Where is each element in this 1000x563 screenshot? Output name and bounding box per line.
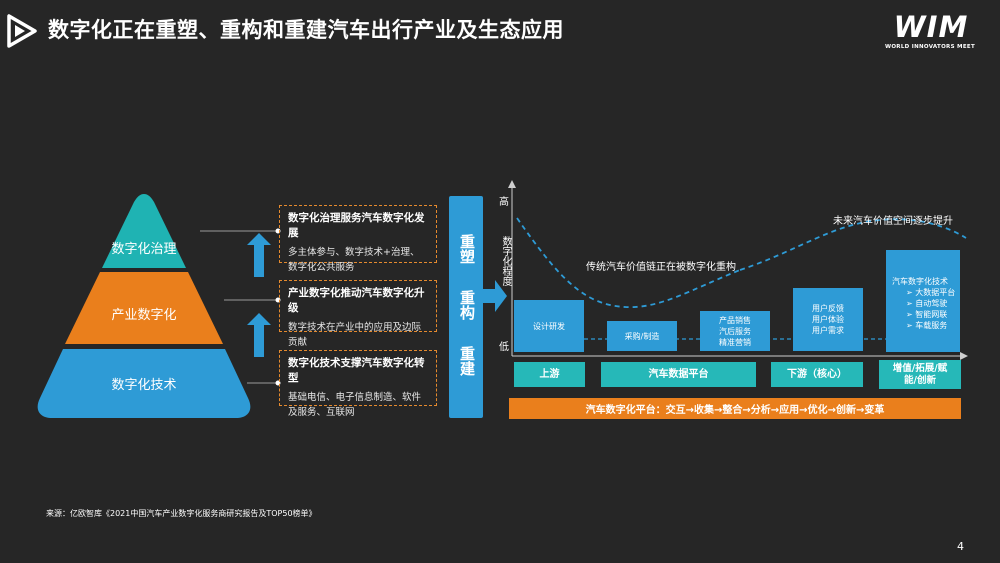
chain-line: ➢ 车载服务 <box>906 321 948 330</box>
chain-line: ➢ 大数据平台 <box>906 288 956 297</box>
desc-box-governance: 数字化治理服务汽车数字化发展 多主体参与、数字技术+治理、数字化公共服务 <box>279 205 437 273</box>
desc-title: 数字化技术支撑汽车数字化转型 <box>288 357 425 384</box>
curve-label-traditional: 传统汽车价值链正在被数字化重构 <box>586 262 736 273</box>
chain-box-design: 设计研发 <box>514 300 584 352</box>
desc-body: 多主体参与、数字技术+治理、数字化公共服务 <box>288 247 420 273</box>
segment-downstream: 下游（核心） <box>771 362 863 387</box>
desc-box-industry: 产业数字化推动汽车数字化升级 数字技术在产业中的应用及边际贡献 <box>279 280 437 348</box>
right-arrow-icon <box>483 280 507 312</box>
up-arrow-icon <box>247 233 271 277</box>
source-note: 来源：亿欧智库《2021中国汽车产业数字化服务商研究报告及TOP50榜单》 <box>46 509 317 518</box>
chain-line: 用户需求 <box>812 326 844 335</box>
wim-logo: WIM <box>893 10 969 44</box>
chain-box-tech: 汽车数字化技术 ➢ 大数据平台 ➢ 自动驾驶 ➢ 智能网联 ➢ 车载服务 <box>886 250 960 352</box>
desc-title: 产业数字化推动汽车数字化升级 <box>288 287 425 314</box>
up-arrow-icon <box>247 313 271 357</box>
process-bar: 重塑 重构 重建 <box>449 196 483 418</box>
process-step-restructure: 重构 <box>458 290 476 320</box>
page-number: 4 <box>957 540 964 553</box>
desc-title: 数字化治理服务汽车数字化发展 <box>288 212 425 239</box>
chain-box-sales: 产品销售 汽后服务 精准营销 <box>700 311 770 351</box>
process-step-rebuild: 重建 <box>458 346 476 376</box>
chain-line: 设计研发 <box>533 321 565 331</box>
desc-body: 基础电信、电子信息制造、软件及服务、互联网 <box>288 392 422 418</box>
tier-label-industry: 产业数字化 <box>111 308 177 323</box>
tier-label-technology: 数字化技术 <box>111 378 177 393</box>
chain-box-manufacturing: 采购/制造 <box>607 321 677 351</box>
segment-value-add-label: 增值/拓展/赋能/创新 <box>892 362 948 386</box>
chain-line: ➢ 智能网联 <box>906 310 948 319</box>
desc-box-technology: 数字化技术支撑汽车数字化转型 基础电信、电子信息制造、软件及服务、互联网 <box>279 350 437 418</box>
page-title: 数字化正在重塑、重构和重建汽车出行产业及生态应用 <box>48 18 564 42</box>
desc-body: 数字技术在产业中的应用及边际贡献 <box>288 322 422 348</box>
process-step-reshape: 重塑 <box>458 234 476 264</box>
chain-line: 采购/制造 <box>624 331 660 341</box>
segment-data-platform: 汽车数据平台 <box>601 362 756 387</box>
y-axis-label: 数字化程度 <box>500 236 511 286</box>
brand-play-icon <box>7 14 37 48</box>
segment-upstream: 上游 <box>514 362 585 387</box>
chain-line: 精准营销 <box>719 337 751 347</box>
chain-line: 用户体验 <box>812 315 844 324</box>
pyramid <box>37 194 251 418</box>
chain-line: ➢ 自动驾驶 <box>906 299 948 308</box>
y-high-label: 高 <box>499 197 509 208</box>
curve-label-future: 未来汽车价值空间逐步提升 <box>833 216 953 227</box>
y-low-label: 低 <box>499 342 509 353</box>
segment-value-add: 增值/拓展/赋能/创新 <box>879 360 961 389</box>
pyramid-tier-industry <box>65 272 223 344</box>
chain-line: 用户反馈 <box>812 304 844 313</box>
chain-line: 汽车数字化技术 <box>892 277 948 286</box>
pyramid-tier-technology <box>37 349 251 418</box>
wim-logo-subtitle: WORLD INNOVATORS MEET <box>884 44 976 50</box>
chain-box-user: 用户反馈 用户体验 用户需求 <box>793 288 863 351</box>
chain-line: 汽后服务 <box>719 326 751 336</box>
pyramid-tier-governance <box>102 194 186 268</box>
digital-platform-bar: 汽车数字化平台：交互→收集→整合→分析→应用→优化→创新→变革 <box>509 398 961 419</box>
tier-label-governance: 数字化治理 <box>111 242 177 257</box>
chain-line: 产品销售 <box>719 315 751 325</box>
